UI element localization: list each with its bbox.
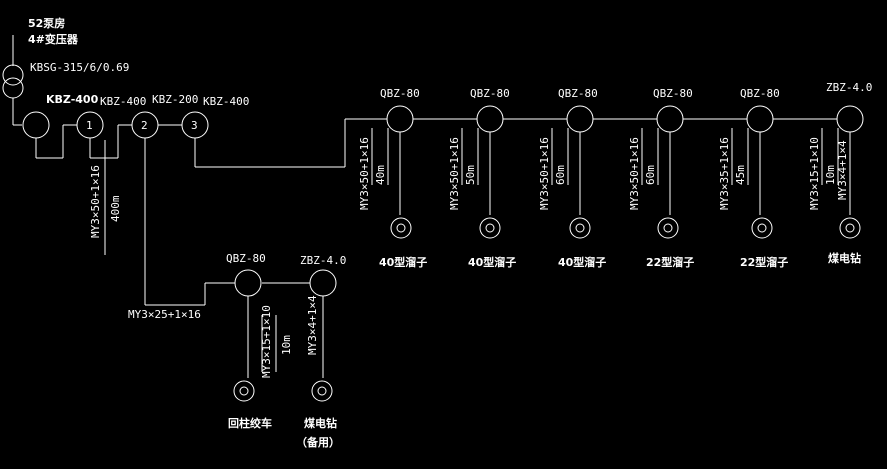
- main-bus-wiring: [35, 124, 182, 255]
- lower-starter-2-label: ZBZ-4.0: [300, 254, 346, 267]
- switch-1-label: KBZ-400: [100, 95, 146, 108]
- transformer-label: 4#变压器: [28, 32, 79, 46]
- upper-starter-circle: [746, 105, 774, 133]
- switch-2-number: 2: [141, 119, 148, 132]
- upper-extra-cable: MY3×4+1×4: [836, 140, 849, 200]
- upper-starter-label: QBZ-80: [558, 87, 598, 100]
- switch-3-label: KBZ-400: [203, 95, 249, 108]
- lower-load-1-symbol: [233, 380, 255, 402]
- upper-starter-label: QBZ-80: [470, 87, 510, 100]
- switch-1-number: 1: [86, 119, 93, 132]
- upper-starter-label: QBZ-80: [653, 87, 693, 100]
- upper-load-label: 40型溜子: [468, 255, 516, 269]
- upper-feed-wiring: [194, 118, 387, 168]
- upper-cable-spec: MY3×15+1×10: [808, 137, 821, 210]
- upper-load-label: 22型溜子: [740, 255, 788, 269]
- upper-load-symbol: [839, 217, 861, 239]
- upper-starter-label: QBZ-80: [380, 87, 420, 100]
- lower-cable-1-spec: MY3×15+1×10: [260, 305, 273, 378]
- upper-cable-length: 40m: [374, 165, 387, 185]
- upper-load-label: 煤电钻: [828, 251, 861, 265]
- lower-branch-wiring: [144, 138, 310, 306]
- upper-starter-label: QBZ-80: [740, 87, 780, 100]
- lower-load-1-label: 回柱绞车: [228, 416, 272, 430]
- upper-starter-circle: [566, 105, 594, 133]
- upper-cable-length: 60m: [554, 165, 567, 185]
- upper-load-label: 22型溜子: [646, 255, 694, 269]
- upper-load-symbol: [657, 217, 679, 239]
- upper-load-symbol: [390, 217, 412, 239]
- lower-load-2-note: （备用）: [296, 435, 340, 449]
- switch-main-circle: [22, 111, 50, 139]
- lower-load-2-symbol: [311, 380, 333, 402]
- main-cable-spec: MY3×50+1×16: [89, 165, 102, 238]
- lower-load-2-label: 煤电钻: [304, 416, 337, 430]
- upper-load-label: 40型溜子: [558, 255, 606, 269]
- upper-cable-spec: MY3×50+1×16: [358, 137, 371, 210]
- main-cable-length: 400m: [109, 195, 122, 222]
- upper-cable-spec: MY3×50+1×16: [448, 137, 461, 210]
- lower-starter-2-circle: [309, 269, 337, 297]
- transformer-model-label: KBSG-315/6/0.69: [30, 61, 129, 74]
- transformer-symbol: [2, 35, 24, 126]
- upper-starter-circle: [836, 105, 864, 133]
- upper-cable-spec: MY3×50+1×16: [538, 137, 551, 210]
- upper-cable-length: 60m: [644, 165, 657, 185]
- upper-starter-label: ZBZ-4.0: [826, 81, 872, 94]
- switch-3-number: 3: [191, 119, 198, 132]
- upper-cable-spec: MY3×50+1×16: [628, 137, 641, 210]
- upper-load-symbol: [569, 217, 591, 239]
- lower-starter-1-circle: [234, 269, 262, 297]
- upper-starter-circle: [386, 105, 414, 133]
- lower-cable-1-length: 10m: [280, 335, 293, 355]
- upper-load-label: 40型溜子: [379, 255, 427, 269]
- upper-cable-length: 50m: [464, 165, 477, 185]
- upper-load-symbol: [751, 217, 773, 239]
- upper-starter-circle: [656, 105, 684, 133]
- upper-cable-spec: MY3×35+1×16: [718, 137, 731, 210]
- station-label: 52泵房: [28, 16, 65, 30]
- switch-main-label: KBZ-400: [46, 93, 99, 106]
- upper-cable-length: 10m: [824, 165, 837, 185]
- upper-starter-circle: [476, 105, 504, 133]
- upper-load-symbol: [479, 217, 501, 239]
- switch-2-label: KBZ-200: [152, 93, 198, 106]
- lower-cable-2-spec: MY3×4+1×4: [306, 295, 319, 355]
- lower-starter-1-label: QBZ-80: [226, 252, 266, 265]
- upper-cable-length: 45m: [734, 165, 747, 185]
- lower-feeder-cable: MY3×25+1×16: [128, 308, 201, 321]
